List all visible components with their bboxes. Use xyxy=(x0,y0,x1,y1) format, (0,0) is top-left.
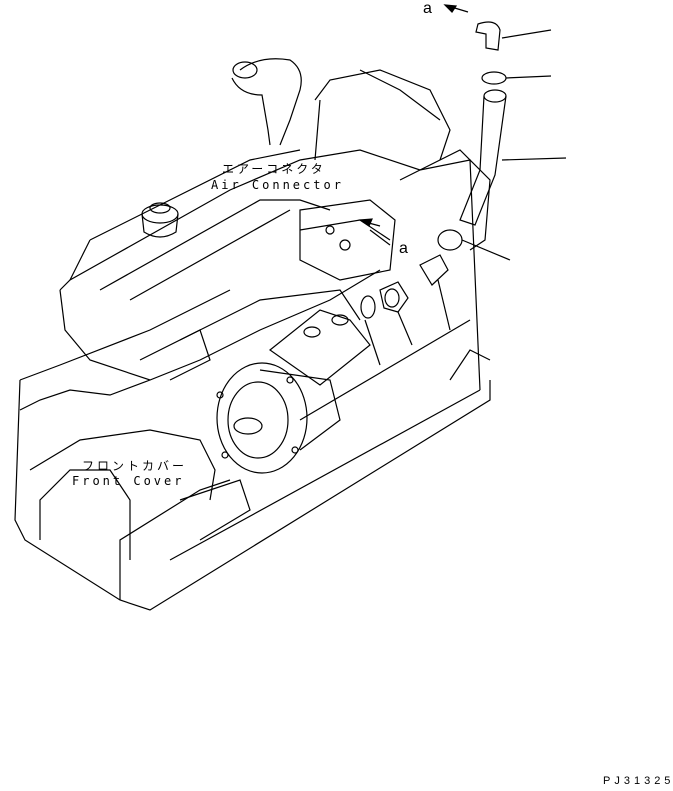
front-cover-label-en: Front Cover xyxy=(72,474,185,488)
hose-assembly xyxy=(358,4,567,227)
air-connector-block xyxy=(299,199,396,281)
front-cover-label-jp: フロントカバー xyxy=(82,459,188,473)
callout-a-mid: a xyxy=(399,240,408,257)
air-connector-label-en: Air Connector xyxy=(211,178,344,192)
intake-hose xyxy=(231,58,302,146)
engine-block xyxy=(14,69,491,611)
compressor xyxy=(216,309,371,474)
filler-cap xyxy=(141,202,179,238)
air-connector-label-jp: エアーコネクタ xyxy=(222,162,326,176)
fittings xyxy=(360,229,511,366)
drawing-code: PJ31325 xyxy=(603,775,673,787)
callout-a-top: a xyxy=(423,0,432,17)
